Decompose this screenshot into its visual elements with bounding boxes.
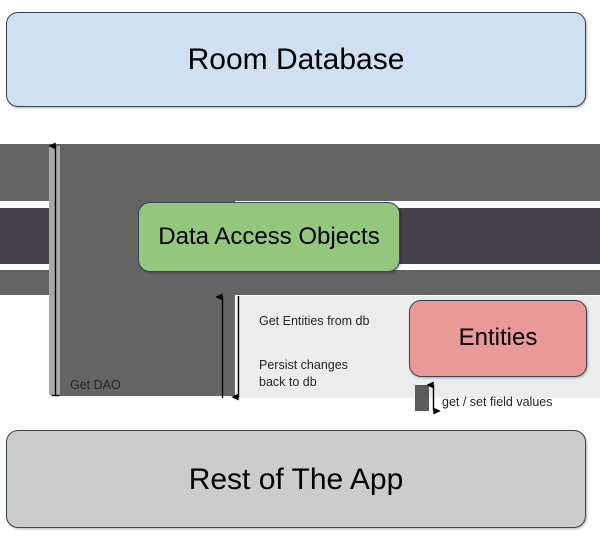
edge-label-get-set-field-values: get / set field values	[442, 395, 553, 409]
edge-label-get-entities-from-db: Get Entities from db	[259, 314, 370, 328]
node-entities-label: Entities	[458, 324, 538, 352]
node-rest-of-the-app-label: Rest of The App	[188, 462, 404, 496]
node-entities[interactable]: Entities	[409, 300, 587, 377]
node-room-database-label: Room Database	[187, 43, 405, 76]
node-room-database[interactable]: Room Database	[6, 12, 586, 107]
node-data-access-objects[interactable]: Data Access Objects	[138, 202, 400, 272]
edge-label-get-dao: Get DAO	[70, 378, 121, 392]
edge-label-persist-changes-back-to-db: Persist changes back to db	[259, 358, 348, 389]
node-data-access-objects-label: Data Access Objects	[158, 222, 380, 250]
connector-get-dao	[48, 142, 60, 397]
node-rest-of-the-app[interactable]: Rest of The App	[6, 430, 586, 528]
